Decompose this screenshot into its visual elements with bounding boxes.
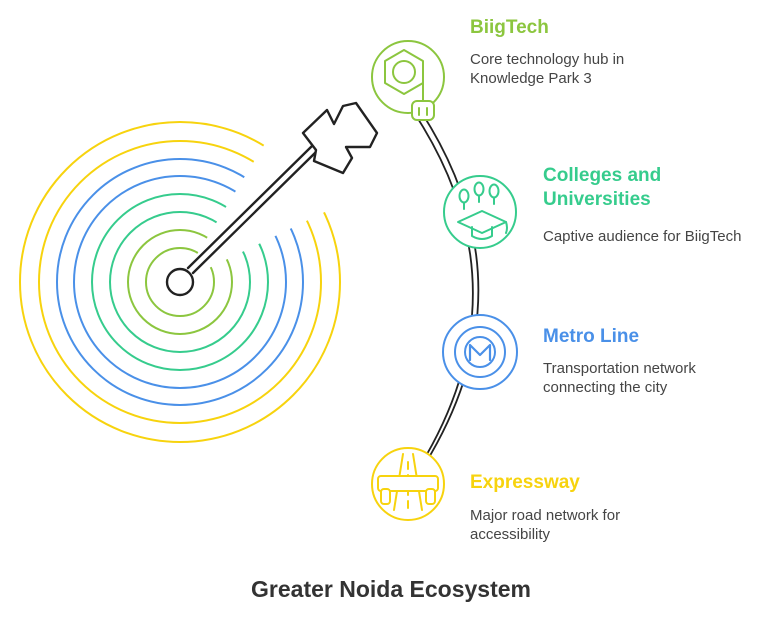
arrow-hit-center — [165, 267, 195, 297]
connector-curve — [408, 100, 480, 467]
connector-line — [413, 100, 480, 465]
target-ring — [145, 247, 215, 317]
target-ring — [127, 229, 233, 335]
metro-m-icon — [442, 314, 518, 390]
connector-line — [408, 104, 474, 467]
page-title: Greater Noida Ecosystem — [251, 576, 531, 602]
item-title-metro: Metro Line — [543, 326, 640, 347]
item-description-biigtech: Core technology hub in Knowledge Park 3 — [470, 51, 625, 87]
graduation-cap-icon — [443, 175, 517, 249]
target-ring — [109, 211, 251, 353]
target-ring — [73, 175, 287, 389]
arrow — [165, 101, 379, 297]
arrow-shaft — [191, 149, 319, 275]
expressway-road-icon — [371, 447, 445, 521]
item-title-expressway: Expressway — [470, 472, 580, 493]
item-title-biigtech: BiigTech — [470, 17, 549, 38]
item-description-colleges: Captive audience for BiigTech — [543, 228, 742, 245]
item-description-metro: Transportation network connecting the ci… — [543, 360, 696, 396]
arrow-fletching — [301, 101, 379, 175]
item-description-expressway: Major road network for accessibility — [470, 507, 621, 543]
target-ring — [19, 121, 341, 443]
item-title-colleges: Colleges and Universities — [543, 165, 662, 210]
target-ring — [56, 158, 304, 406]
target-ring — [38, 140, 322, 424]
target-bullseye — [19, 121, 341, 443]
target-ring — [91, 193, 269, 371]
tech-hub-robot-icon — [371, 40, 445, 121]
arrow-shaft — [186, 144, 314, 270]
